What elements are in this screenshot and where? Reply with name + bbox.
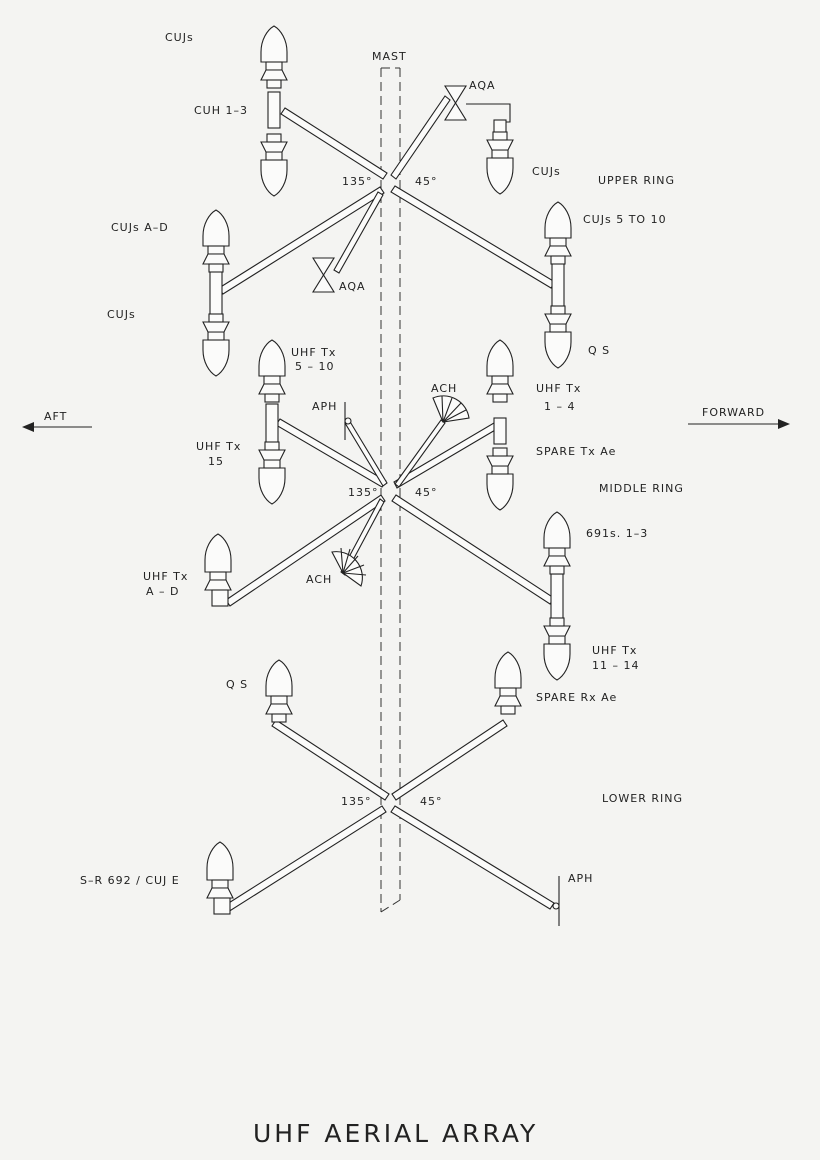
label-deg-135-upper: 135° [342,175,373,188]
boom-middle-fwd-low [391,494,555,605]
aerial-uhf-tx-11-14 [543,617,571,681]
label-aph-lower: APH [568,872,593,885]
boom-upper-aft-high [280,107,388,180]
label-sr-692-cuj-e: S–R 692 / CUJ E [80,874,180,887]
boom-upper-aqa-hi [390,95,451,180]
ach-lower-icon [331,547,367,587]
label-aph-upper: APH [312,400,337,413]
aerial-uhf-tx-a-d [204,533,232,607]
label-uhf-tx-15-a: UHF Tx [196,440,241,453]
aqa-lower-icon [312,257,335,293]
label-deg-45-lower: 45° [420,795,443,808]
label-spare-tx-ae: SPARE Tx Ae [536,445,616,458]
label-lower-ring: LOWER RING [602,792,683,805]
aerial-uhf-tx-15 [258,441,286,505]
label-691s-1-3: 691s. 1–3 [586,527,648,540]
label-uhf-tx-1-4-a: UHF Tx [536,382,581,395]
lower-ring [206,651,560,926]
label-forward: FORWARD [702,406,765,419]
label-deg-135-middle: 135° [348,486,379,499]
aerial-sr-692-cuj-e [206,841,234,915]
label-uhf-tx-a-d-a: UHF Tx [143,570,188,583]
label-qs-lower: Q S [226,678,248,691]
label-aqa-lower: AQA [339,280,366,293]
aerial-cujs-a-d [202,209,230,273]
aerial-691s-1-3 [543,511,571,575]
aerial-cujs-upper-right [486,131,514,195]
label-middle-ring: MIDDLE RING [599,482,684,495]
aerial-cujs-top [260,25,288,89]
middle-ring [204,339,571,681]
mast [380,67,401,913]
label-aqa-upper: AQA [469,79,496,92]
label-uhf-tx-a-d-b: A – D [146,585,180,598]
boom-middle-aft-low [225,494,386,607]
aerial-cujs-left [202,313,230,377]
label-uhf-tx-5-10-b: 5 – 10 [295,360,335,373]
aft-arrow-icon [22,422,92,432]
boom-upper-aqa-lo [333,191,384,274]
label-deg-45-middle: 45° [415,486,438,499]
aerial-uhf-tx-1-4 [486,339,514,403]
aerial-spare-tx-ae [486,447,514,511]
boom-lower-fwd-low [390,805,555,910]
diagram-title: UHF AERIAL ARRAY [253,1119,538,1148]
aerial-qs-lower [265,659,293,723]
boom-middle-ach-hi [394,419,446,488]
boom-upper-aft-low [218,186,385,295]
aerial-qs-upper [544,305,572,369]
aerial-uhf-tx-5-10 [258,339,286,403]
label-qs-upper: Q S [588,344,610,357]
aph-lower-icon [552,876,560,926]
boom-lower-fwd-high [391,719,508,801]
aqa-upper-icon [444,85,467,121]
ach-upper-icon [432,395,470,423]
label-deg-45-upper: 45° [415,175,438,188]
label-uhf-tx-1-4-b: 1 – 4 [544,400,576,413]
aerial-cuh-1-3 [260,133,288,197]
boom-lower-aft-low [223,805,387,913]
label-cujs-upper-right: CUJs [532,165,561,178]
label-uhf-tx-15-b: 15 [208,455,224,468]
label-ach-upper: ACH [431,382,457,395]
label-cujs-top: CUJs [165,31,194,44]
label-upper-ring: UPPER RING [598,174,675,187]
label-cujs-5-to-10: CUJs 5 TO 10 [583,213,667,226]
boom-lower-aft-high [271,719,390,801]
label-aft: AFT [44,410,67,423]
mast-label: MAST [372,50,407,63]
label-uhf-tx-11-14-a: UHF Tx [592,644,637,657]
upper-ring [202,25,572,377]
label-cujs-a-d: CUJs A–D [111,221,169,234]
label-uhf-tx-5-10-a: UHF Tx [291,346,336,359]
aerial-cujs-5-to-10 [544,201,572,265]
aerial-spare-rx-ae [494,651,522,715]
aph-upper-icon [344,402,352,440]
label-cujs-left: CUJs [107,308,136,321]
boom-middle-fwd-high [393,419,503,489]
label-uhf-tx-11-14-b: 11 – 14 [592,659,640,672]
label-deg-135-lower: 135° [341,795,372,808]
forward-arrow-icon [688,419,790,429]
label-spare-rx-ae: SPARE Rx Ae [536,691,617,704]
boom-upper-fwd-low [390,185,556,289]
label-cuh-1-3: CUH 1–3 [194,104,248,117]
label-ach-lower: ACH [306,573,332,586]
